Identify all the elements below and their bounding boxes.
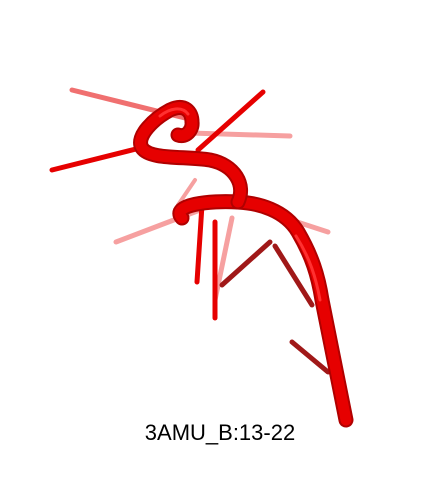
backbone xyxy=(133,100,354,428)
base-stick xyxy=(176,178,197,207)
backbone-highlight xyxy=(158,107,190,118)
base-stick xyxy=(49,145,143,173)
bases-shadow xyxy=(219,239,331,375)
base-stick xyxy=(289,339,331,375)
base-stick xyxy=(272,243,315,308)
base-stick xyxy=(187,130,293,139)
base-stick xyxy=(212,215,235,303)
base-stick xyxy=(219,239,273,288)
bases-near xyxy=(49,89,266,321)
base-stick xyxy=(194,202,205,285)
backbone-loop xyxy=(135,102,247,208)
backbone-highlight xyxy=(294,234,322,302)
backbone-tube xyxy=(174,196,352,426)
structure-label: 3AMU_B:13-22 xyxy=(144,420,296,445)
base-stick xyxy=(195,89,266,153)
